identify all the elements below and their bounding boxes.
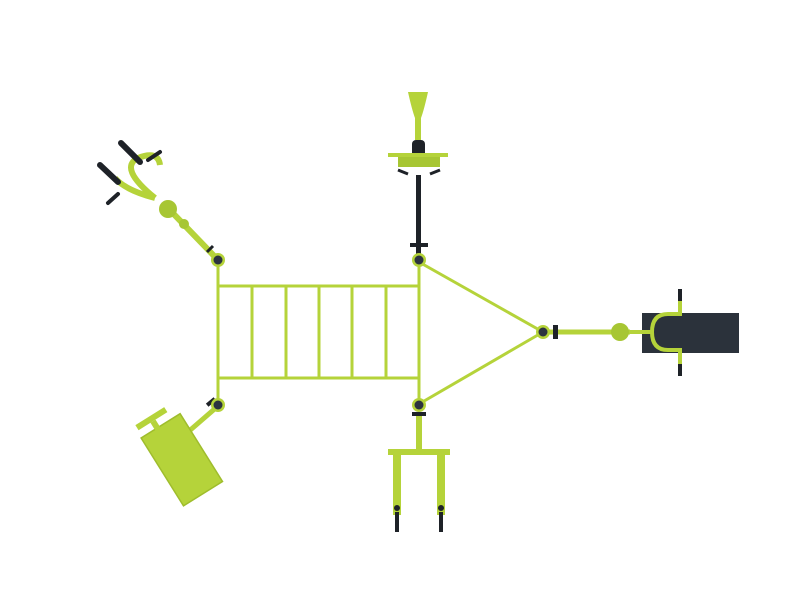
bottom-center-station [388, 412, 450, 532]
frame-joints [211, 253, 550, 412]
right-station [548, 289, 739, 376]
top-center-station [388, 92, 448, 255]
ladder-frame [216, 262, 421, 404]
triangle-frame [418, 260, 544, 406]
bottom-left-station [135, 397, 224, 507]
top-left-station [97, 140, 221, 263]
